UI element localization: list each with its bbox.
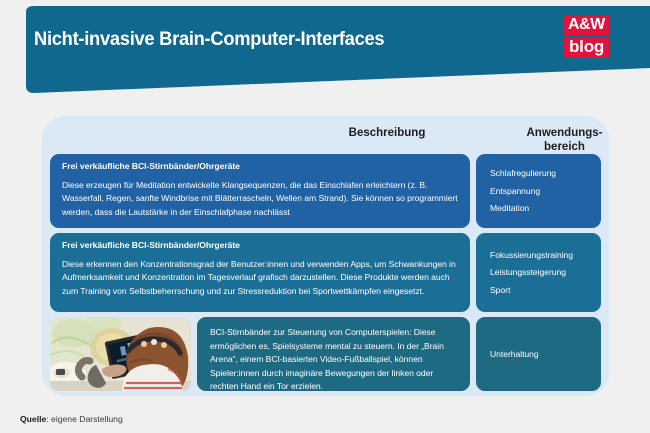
area-item: Schlafregulierung [490,168,557,179]
area-item: Unterhaltung [490,348,539,359]
description-card-row1: Frei verkäufliche BCI-Stirnbänder/Ohrger… [50,154,470,228]
source-value: : eigene Darstellung [46,414,123,424]
description-body-row3: BCI-Stirnbänder zur Steuerung von Comput… [210,327,444,392]
logo-aw-text: A&W [564,16,609,35]
description-title-row1: Frei verkäufliche BCI-Stirnbänder/Ohrger… [62,161,240,171]
column-header-anwendungsbereich-line1: Anwendungs- [526,127,603,139]
description-card-row2: Frei verkäufliche BCI-Stirnbänder/Ohrger… [50,233,470,312]
source-label: Quelle [20,414,47,424]
application-areas-row1: Schlafregulierung Entspannung Meditation [476,154,601,228]
source-note: Quelle: eigene Darstellung [20,414,123,424]
description-body-row1: Diese erzeugen für Meditation entwickelt… [62,180,458,217]
column-header-anwendungsbereich: Anwendungs- bereich [502,127,627,154]
application-areas-row3: Unterhaltung [476,317,601,391]
area-item: Fokussierungstraining [490,249,574,260]
area-item: Entspannung [490,185,541,196]
description-card-row3: BCI-Stirnbänder zur Steuerung von Comput… [197,317,470,391]
header-banner-shape [26,6,650,93]
aw-blog-logo: A&W blog [564,16,616,58]
column-header-beschreibung: Beschreibung [348,127,426,139]
column-header-anwendungsbereich-line2: bereich [544,140,585,153]
description-title-row2: Frei verkäufliche BCI-Stirnbänder/Ohrger… [62,240,240,250]
header-banner: Nicht-invasive Brain-Computer-Interfaces [18,6,650,98]
area-item: Sport [490,284,511,295]
application-areas-row2: Fokussierungstraining Leistungssteigerun… [476,233,601,312]
area-item: Meditation [490,203,530,214]
logo-blog-text: blog [564,37,610,58]
page-title: Nicht-invasive Brain-Computer-Interfaces [34,28,385,50]
description-body-row2: Diese erkennen den Konzentrationsgrad de… [62,259,456,296]
photo-illustration [50,317,191,391]
photo-child-with-bci-headband [50,317,191,391]
content-panel: Beschreibung Anwendungs- bereich Frei ve… [42,116,609,396]
area-item: Leistungssteigerung [490,267,566,278]
